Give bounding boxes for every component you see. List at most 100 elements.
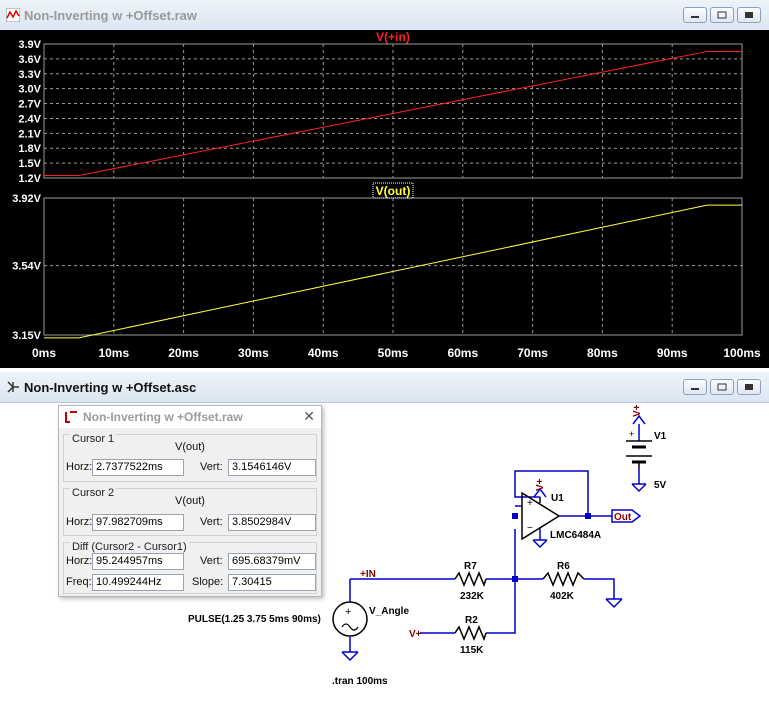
r2-value: 115K xyxy=(460,645,484,656)
cursor1-label: Cursor 1 xyxy=(70,433,117,445)
cursor1-horz-field[interactable]: 2.7377522ms xyxy=(92,459,184,476)
cursor1-horz-label: Horz: xyxy=(66,461,93,473)
junction-dot-node xyxy=(512,576,518,582)
x-tick-label: 90ms xyxy=(657,346,688,360)
minimize-icon xyxy=(691,16,699,18)
out-port-flag[interactable]: Out xyxy=(611,509,642,523)
diff-slope-field[interactable]: 7.30415 xyxy=(228,574,316,591)
top-y-tick-label: 2.1V xyxy=(18,128,41,140)
out-label: Out xyxy=(614,512,632,523)
cursor-dialog[interactable]: Non-Inverting w +Offset.raw ✕ Cursor 1 V… xyxy=(58,405,322,597)
close-button[interactable] xyxy=(737,7,761,23)
cursor2-vert-field[interactable]: 3.8502984V xyxy=(228,514,316,531)
r6-resistor-icon[interactable] xyxy=(542,571,585,587)
diff-horz-field[interactable]: 95.244957ms xyxy=(92,553,184,570)
r2-vplus-label: V+ xyxy=(409,629,422,640)
x-tick-label: 80ms xyxy=(587,346,618,360)
v1-battery-icon[interactable] xyxy=(626,440,652,468)
top-y-tick-label: 1.2V xyxy=(18,173,41,185)
r7-name: R7 xyxy=(464,561,477,572)
cursor2-label: Cursor 2 xyxy=(70,487,117,499)
x-tick-label: 100ms xyxy=(723,346,761,360)
opamp-plus-sign: + xyxy=(527,498,533,509)
feedback-wire xyxy=(514,470,589,516)
x-tick-label: 0ms xyxy=(32,346,56,360)
cursor2-horz-label: Horz: xyxy=(66,516,93,528)
vangle-source-icon[interactable]: + xyxy=(332,601,368,637)
waveform-titlebar[interactable]: Non-Inverting w +Offset.raw xyxy=(0,0,769,31)
u1-model: LMC6484A xyxy=(550,530,601,541)
bottom-y-tick-label: 3.54V xyxy=(12,261,41,273)
r6-name: R6 xyxy=(557,561,570,572)
tran-directive: .tran 100ms xyxy=(332,676,388,687)
schematic-restore-button[interactable] xyxy=(710,379,734,395)
diff-slope-label: Slope: xyxy=(192,576,224,588)
schematic-close-button[interactable] xyxy=(737,379,761,395)
cursor2-vert-label: Vert: xyxy=(200,516,223,528)
top-y-tick-label: 2.4V xyxy=(18,113,41,125)
diff-freq-field[interactable]: 10.499244Hz xyxy=(92,574,184,591)
top-y-tick-label: 3.6V xyxy=(18,54,41,66)
bottom-trace-label-focus xyxy=(372,182,414,199)
bottom-trace-line xyxy=(44,204,742,339)
restore-icon xyxy=(717,383,727,391)
schematic-titlebar[interactable]: Non-Inverting w +Offset.asc xyxy=(0,372,769,403)
top-trace-label: V(+in) xyxy=(376,30,410,44)
x-tick-label: 60ms xyxy=(447,346,478,360)
x-tick-label: 50ms xyxy=(378,346,409,360)
r6-value: 402K xyxy=(550,591,575,602)
ltspice-logo-icon xyxy=(65,411,77,423)
diff-freq-label: Freq: xyxy=(66,576,92,588)
diff-horz-label: Horz: xyxy=(66,555,93,567)
top-y-tick-label: 2.7V xyxy=(18,99,41,111)
junction-dot-fb xyxy=(585,513,591,519)
cursor2-trace: V(out) xyxy=(175,495,205,507)
restore-icon xyxy=(717,11,727,19)
top-y-tick-label: 3.9V xyxy=(18,39,41,51)
cursor1-vert-label: Vert: xyxy=(200,461,223,473)
diff-group: Diff (Cursor2 - Cursor1) Horz: 95.244957… xyxy=(63,541,317,594)
vplus-supply-flag[interactable]: V+ xyxy=(632,404,646,425)
x-tick-label: 70ms xyxy=(517,346,548,360)
vangle-name: V_Angle xyxy=(369,606,409,617)
opamp-u1[interactable]: + − V+ xyxy=(521,478,561,541)
minimize-button[interactable] xyxy=(683,7,707,23)
junction-dot-out xyxy=(512,513,518,519)
cursor-dialog-titlebar[interactable]: Non-Inverting w +Offset.raw ✕ xyxy=(59,406,321,428)
cursor2-horz-field[interactable]: 97.982709ms xyxy=(92,514,184,531)
r7-resistor-icon[interactable] xyxy=(454,571,487,588)
top-trace-line xyxy=(44,50,742,177)
close-icon xyxy=(745,12,753,18)
in-label: +IN xyxy=(360,569,376,580)
r7-value: 232K xyxy=(460,591,485,602)
cursor-dialog-title: Non-Inverting w +Offset.raw xyxy=(83,410,243,424)
bottom-trace-label: V(out) xyxy=(376,184,411,198)
opamp-vplus-label: V+ xyxy=(535,478,546,491)
restore-button[interactable] xyxy=(710,7,734,23)
cursor1-vert-field[interactable]: 3.1546146V xyxy=(228,459,316,476)
vplus-supply-label: V+ xyxy=(632,404,643,417)
bottom-y-tick-label: 3.92V xyxy=(12,193,41,205)
v1-ground-triangle xyxy=(631,483,647,493)
schematic-window: Non-Inverting w +Offset.asc xyxy=(0,372,769,701)
cursor1-group: Cursor 1 V(out) Horz: 2.7377522ms Vert: … xyxy=(63,433,317,482)
top-y-tick-label: 3.3V xyxy=(18,69,41,81)
u1-name: U1 xyxy=(551,493,564,504)
minimize-icon xyxy=(691,388,699,390)
opamp-minus-sign: − xyxy=(527,523,533,534)
vangle-ground-triangle xyxy=(341,651,359,662)
r6-ground-triangle xyxy=(605,598,623,609)
cursor2-group: Cursor 2 V(out) Horz: 97.982709ms Vert: … xyxy=(63,487,317,536)
cursor-dialog-close-icon[interactable]: ✕ xyxy=(303,408,315,424)
waveform-window-title: Non-Inverting w +Offset.raw xyxy=(24,8,197,23)
node-vertical-wire xyxy=(486,529,516,634)
close-icon xyxy=(745,384,753,390)
v1-name: V1 xyxy=(654,431,667,442)
schematic-drawing[interactable]: + V+ V1 5V + − V+ U1 LMC6484A Out R7 2 xyxy=(0,403,769,701)
waveform-plots[interactable]: 3.9V3.6V3.3V3.0V2.7V2.4V2.1V1.8V1.5V1.2V… xyxy=(0,30,769,368)
schematic-minimize-button[interactable] xyxy=(683,379,707,395)
diff-vert-field[interactable]: 695.68379mV xyxy=(228,553,316,570)
r2-resistor-icon[interactable] xyxy=(454,625,487,642)
r2-name: R2 xyxy=(465,615,478,626)
